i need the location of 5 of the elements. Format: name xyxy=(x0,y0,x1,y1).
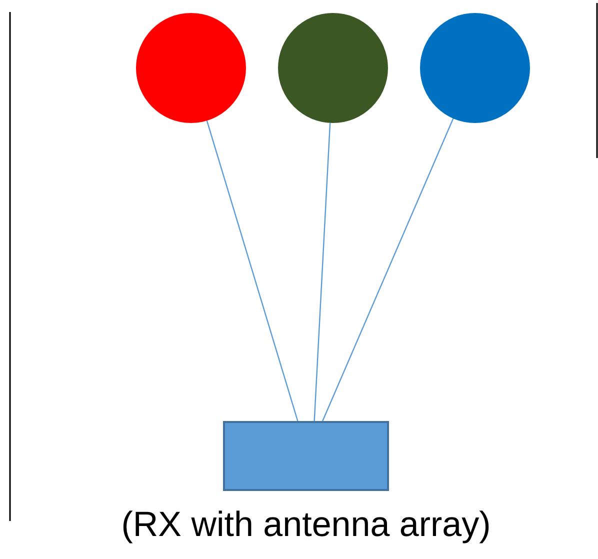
connector-line xyxy=(206,120,298,422)
node-label: (RX with antenna array) xyxy=(121,505,491,545)
connector-line xyxy=(322,118,454,422)
receiver-box xyxy=(223,421,389,491)
connector-line xyxy=(314,122,331,422)
